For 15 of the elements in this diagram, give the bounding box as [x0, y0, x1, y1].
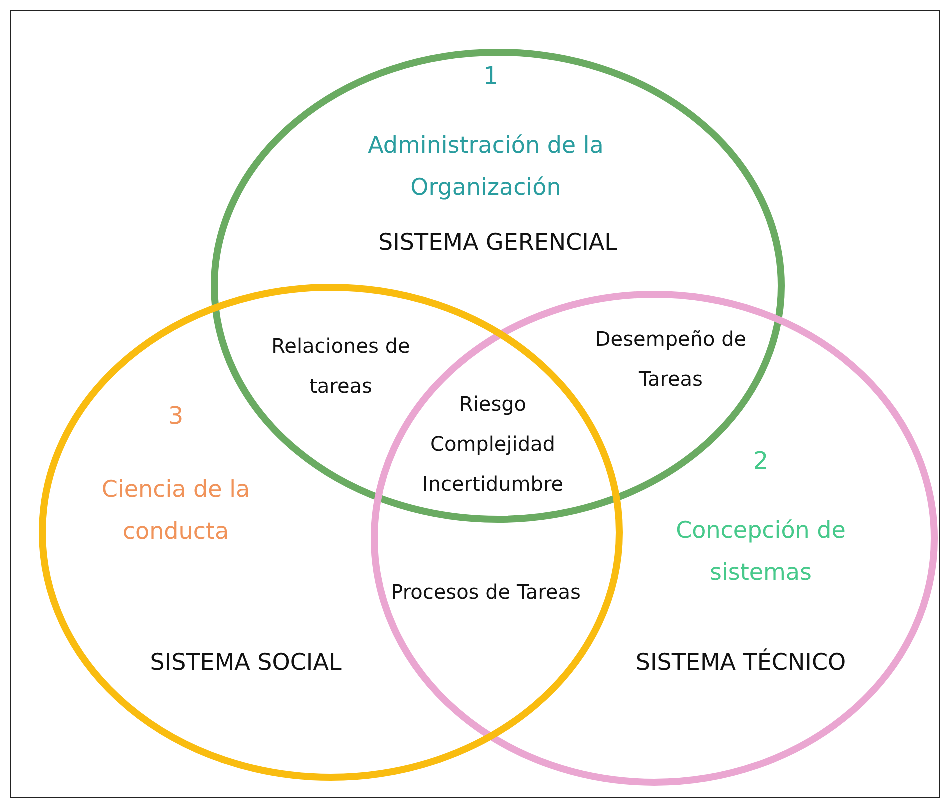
overlap-label: Riesgo: [458, 391, 528, 418]
overlap-label: Complejidad: [430, 431, 556, 458]
circle-title: Administración de la Organización: [367, 132, 605, 203]
circle-number: 1: [482, 61, 500, 92]
circle-number: 3: [167, 401, 185, 432]
system-label: SISTEMA TÉCNICO: [634, 648, 848, 678]
overlap-label: Relaciones de tareas: [270, 333, 412, 400]
system-label: SISTEMA SOCIAL: [149, 649, 343, 678]
circle-title: Ciencia de la conducta: [100, 476, 252, 547]
circle-number: 2: [752, 446, 770, 477]
overlap-label: Desempeño de Tareas: [594, 326, 748, 393]
system-label: SISTEMA GERENCIAL: [378, 229, 618, 258]
overlap-label: Procesos de Tareas: [391, 579, 581, 606]
circle-title: Concepción de sistemas: [675, 517, 847, 588]
overlap-label: Incertidumbre: [421, 471, 565, 498]
